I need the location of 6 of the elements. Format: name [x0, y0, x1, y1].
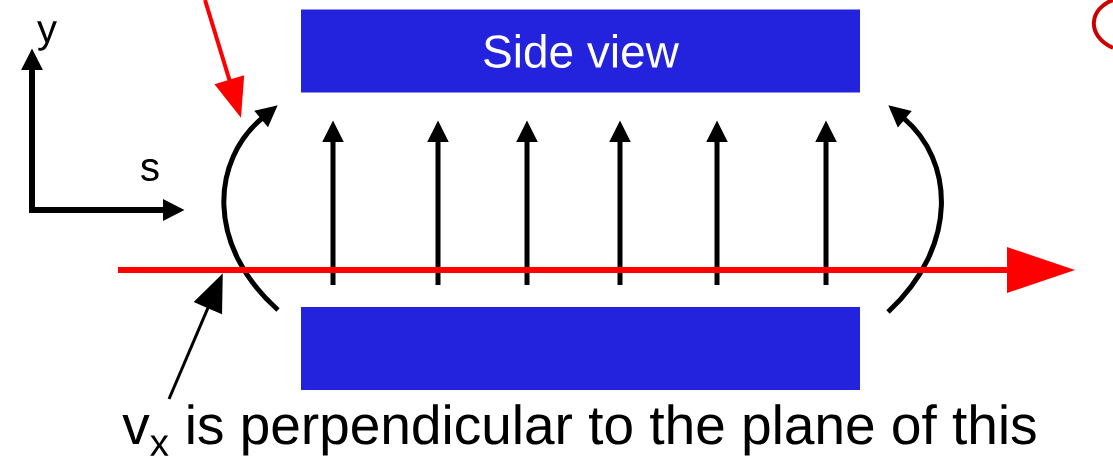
magnet-plate: [301, 307, 860, 390]
axis-label: s: [141, 159, 159, 181]
particle-beam: [118, 247, 1075, 293]
axis-label: y: [37, 21, 57, 51]
magnet-plate: Side view: [301, 9, 860, 93]
caption-text: v$_{x}$ is perpendicular to the plane of this: [122, 404, 1036, 456]
